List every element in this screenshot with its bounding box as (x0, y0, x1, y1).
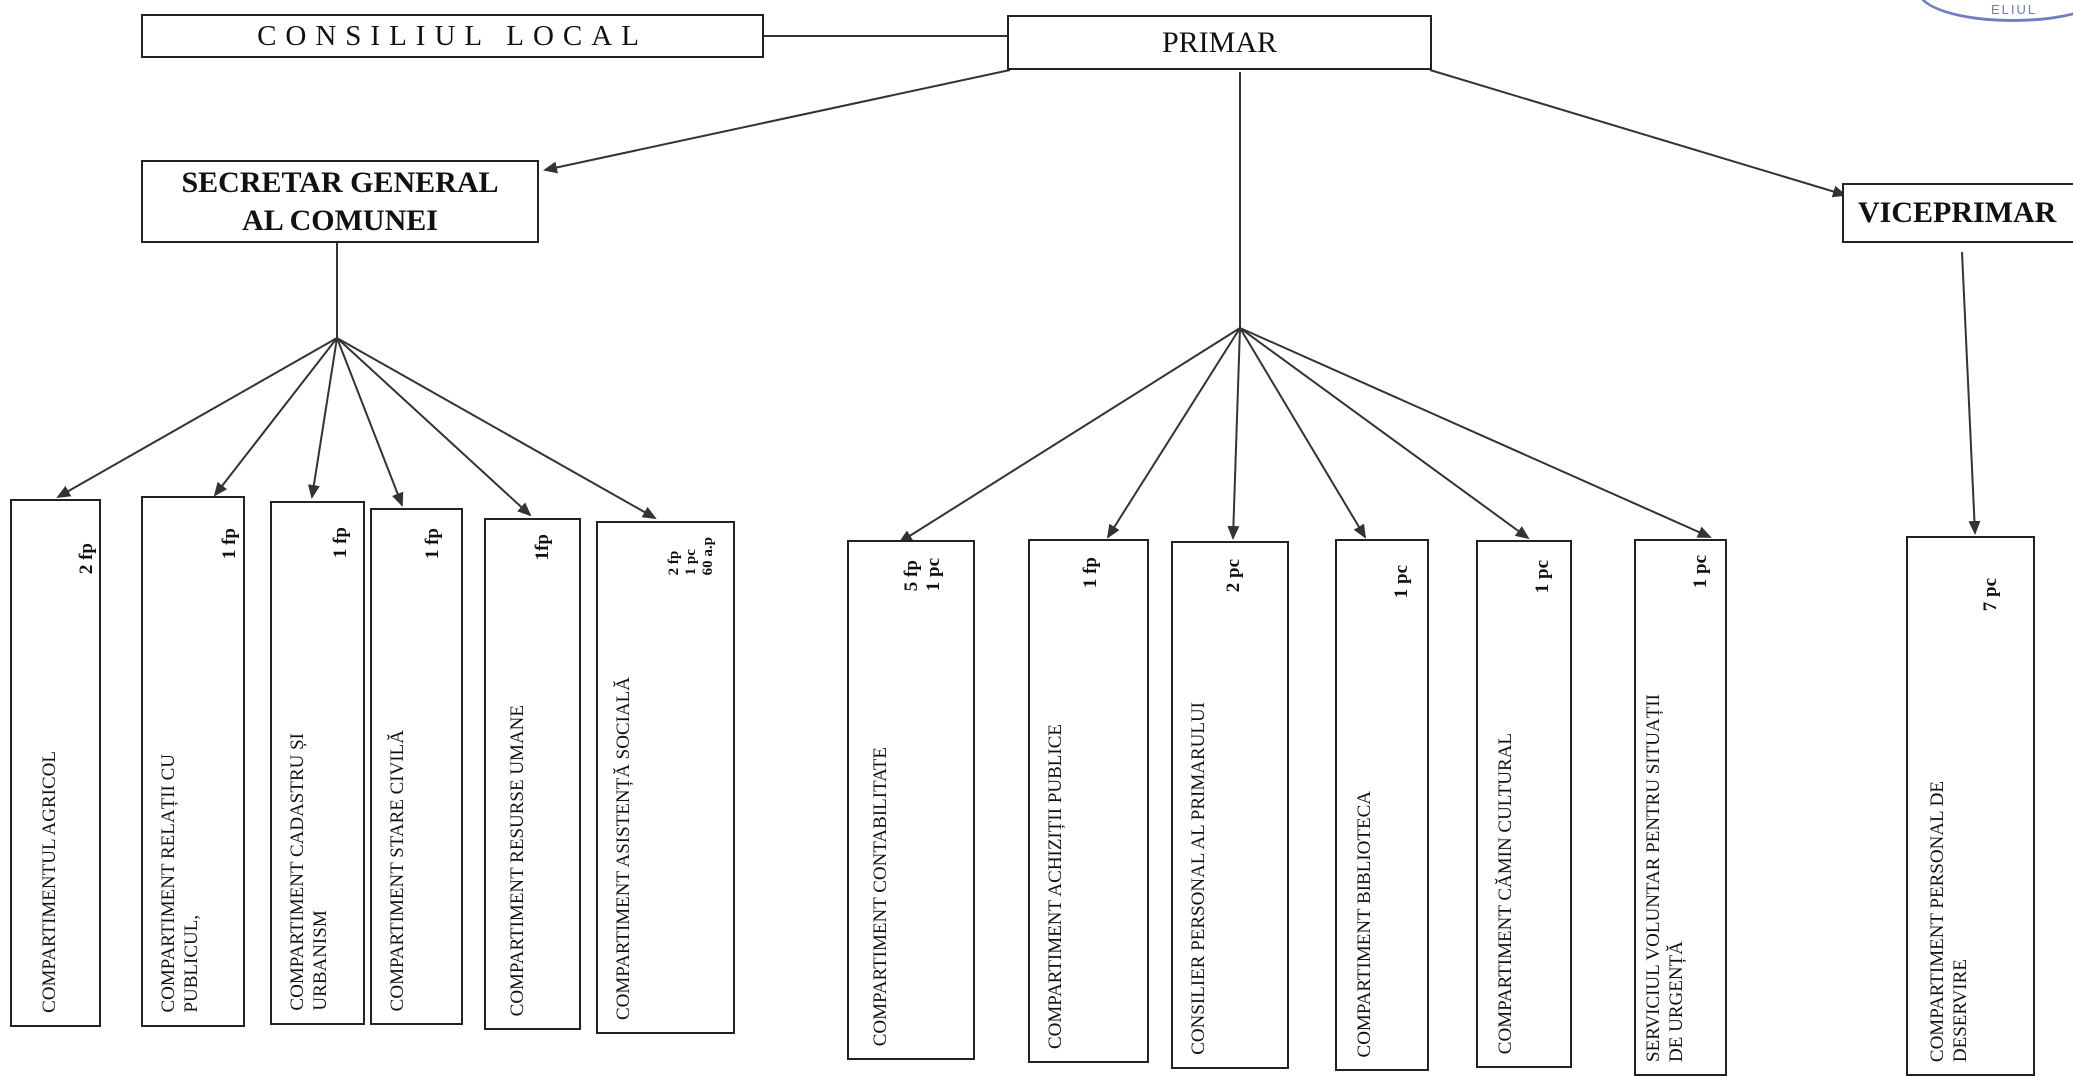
arrow-relatii (213, 337, 338, 497)
arrow-biblioteca (1239, 327, 1367, 539)
dept-box-deservire: COMPARTIMENT PERSONAL DE DESERVIRE 7 pc (1906, 536, 2035, 1076)
secretar-general-box: SECRETAR GENERAL AL COMUNEI (141, 160, 539, 243)
primar-label: PRIMAR (1161, 25, 1278, 59)
dept-label-achizitii: COMPARTIMENT ACHIZIȚII PUBLICE (1045, 723, 1066, 1049)
dept-count-camin: 1 pc (1532, 560, 1553, 594)
dept-box-serviciu-voluntar: SERVICIUL VOLUNTAR PENTRU SITUAȚII DE UR… (1634, 539, 1727, 1076)
dept-label-resurse-umane: COMPARTIMENT RESURSE UMANE (507, 704, 528, 1016)
dept-label-serviciu-voluntar: SERVICIUL VOLUNTAR PENTRU SITUAȚII DE UR… (1643, 694, 1687, 1062)
dept-count-achizitii: 1 fp (1080, 557, 1101, 589)
consiliul-local-box: CONSILIUL LOCAL (141, 14, 764, 58)
dept-label-cadastru: COMPARTIMENT CADASTRU ȘI URBANISM (287, 733, 331, 1011)
dept-count-agricol: 2 fp (76, 543, 97, 575)
arrow-primar-viceprimar (1429, 69, 1847, 198)
dept-box-biblioteca: COMPARTIMENT BIBLIOTECA 1 pc (1335, 539, 1429, 1071)
arrow-contabilitate (898, 327, 1241, 544)
dept-box-stare-civila: COMPARTIMENT STARE CIVILĂ 1 fp (370, 508, 463, 1025)
dept-box-resurse-umane: COMPARTIMENT RESURSE UMANE 1fp (484, 518, 581, 1030)
arrow-serviciu (1239, 327, 1712, 538)
dept-count-resurse-umane: 1fp (532, 534, 553, 561)
dept-box-contabilitate: COMPARTIMENT CONTABILITATE 5 fp 1 pc (847, 540, 975, 1060)
dept-count-consilier: 2 pc (1223, 559, 1244, 593)
secretar-general-line2: AL COMUNEI (242, 203, 438, 237)
arrow-stare-civila (336, 337, 404, 507)
arrow-camin (1239, 327, 1530, 540)
arrow-achizitii (1106, 327, 1241, 539)
dept-label-stare-civila: COMPARTIMENT STARE CIVILĂ (387, 729, 408, 1011)
dept-label-deservire: COMPARTIMENT PERSONAL DE DESERVIRE (1927, 780, 1971, 1062)
dept-box-consilier: CONSILIER PERSONAL AL PRIMARULUI 2 pc (1171, 541, 1289, 1069)
arrow-deservire (1961, 251, 1981, 535)
dept-label-consilier: CONSILIER PERSONAL AL PRIMARULUI (1188, 702, 1209, 1055)
dept-count-biblioteca: 1 pc (1391, 565, 1412, 599)
dept-count-relatii: 1 fp (219, 528, 240, 560)
dept-count-stare-civila: 1 fp (422, 528, 443, 560)
dept-label-biblioteca: COMPARTIMENT BIBLIOTECA (1354, 790, 1375, 1057)
dept-label-asistenta: COMPARTIMENT ASISTENȚĂ SOCIALĂ (613, 676, 634, 1020)
secretar-general-line1: SECRETAR GENERAL (181, 165, 499, 199)
arrow-asistenta (336, 337, 657, 519)
dept-box-relatii: COMPARTIMENT RELAȚII CU PUBLICUL, 1 fp (141, 496, 245, 1027)
dept-label-relatii: COMPARTIMENT RELAȚII CU PUBLICUL, (158, 754, 202, 1013)
dept-count-asistenta: 2 fp 1 pc 60 a.p (666, 537, 716, 576)
dept-box-asistenta: COMPARTIMENT ASISTENȚĂ SOCIALĂ 2 fp 1 pc… (596, 521, 735, 1034)
arrow-resurse-umane (336, 337, 532, 517)
consiliul-local-label: CONSILIUL LOCAL (257, 19, 648, 52)
stamp-seal-text: ELIUL (1991, 2, 2038, 17)
viceprimar-label: VICEPRIMAR (1858, 196, 2057, 229)
dept-label-contabilitate: COMPARTIMENT CONTABILITATE (870, 746, 891, 1046)
primar-box: PRIMAR (1007, 15, 1432, 70)
arrow-agricol (56, 337, 338, 498)
arrow-primar-secretar (543, 69, 1011, 174)
dept-box-camin: COMPARTIMENT CĂMIN CULTURAL 1 pc (1476, 540, 1572, 1068)
arrow-consilier (1227, 327, 1241, 540)
viceprimar-box: VICEPRIMAR (1842, 183, 2073, 243)
dept-count-cadastru: 1 fp (330, 527, 351, 559)
arrow-cadastru (307, 337, 338, 499)
dept-count-contabilitate: 5 fp 1 pc (901, 558, 944, 592)
dept-box-cadastru: COMPARTIMENT CADASTRU ȘI URBANISM 1 fp (270, 501, 365, 1025)
dept-label-agricol: COMPARTIMENTUL AGRICOL (39, 751, 60, 1013)
dept-count-deservire: 7 pc (1980, 578, 2001, 612)
dept-box-agricol: COMPARTIMENTUL AGRICOL 2 fp (10, 499, 101, 1027)
dept-label-camin: COMPARTIMENT CĂMIN CULTURAL (1495, 732, 1516, 1054)
dept-count-serviciu-voluntar: 1 pc (1690, 555, 1711, 589)
dept-box-achizitii: COMPARTIMENT ACHIZIȚII PUBLICE 1 fp (1028, 539, 1149, 1063)
